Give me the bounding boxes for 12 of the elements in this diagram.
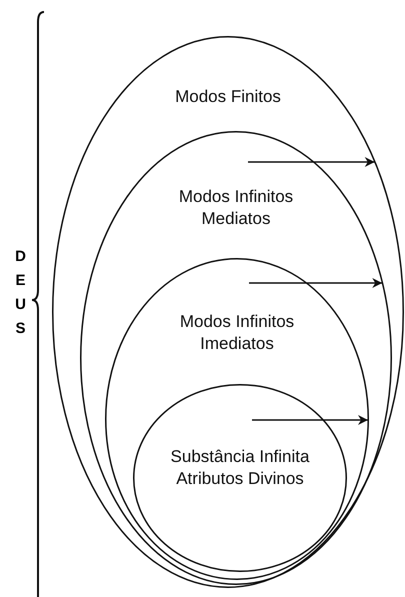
ellipse-region: [133, 384, 347, 572]
region-label: Modos Infinitos Imediatos: [178, 311, 296, 355]
vertical-label: DEUS: [14, 247, 27, 339]
region-label: Modos Infinitos Mediatos: [178, 186, 294, 230]
ellipse-region: [52, 36, 404, 588]
arrow: [248, 157, 375, 167]
arrow: [249, 278, 382, 288]
ellipse-region: [105, 258, 369, 580]
arrow: [252, 415, 368, 425]
ellipse-region: [80, 131, 392, 585]
region-label: Substância Infinita Atributos Divinos: [170, 446, 310, 490]
region-label: Modos Finitos: [175, 86, 281, 108]
